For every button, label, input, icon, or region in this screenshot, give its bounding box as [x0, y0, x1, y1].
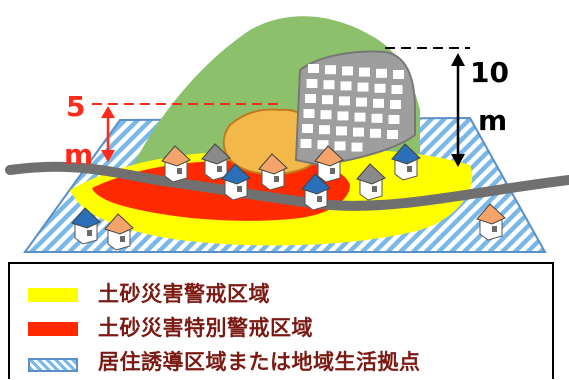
wall-block	[302, 124, 313, 133]
wall-block	[351, 142, 363, 152]
wall-block	[387, 130, 398, 139]
wall-block	[374, 83, 386, 93]
wall-block	[373, 98, 384, 108]
wall-block	[388, 115, 400, 124]
wall-block	[390, 100, 401, 109]
wall-block	[323, 80, 335, 90]
wall-block	[325, 65, 336, 75]
wall-block	[342, 66, 353, 76]
wall-block	[308, 64, 319, 73]
legend-label: 居住誘導区域または地域生活拠点	[98, 350, 421, 374]
red-swatch-icon	[28, 322, 78, 336]
legend: 土砂災害警戒区域 土砂災害特別警戒区域 居住誘導区域または地域生活拠点	[8, 262, 554, 379]
wall-block	[319, 125, 330, 135]
wall-block	[303, 109, 315, 118]
wall-block	[356, 97, 367, 107]
wall-block	[353, 127, 364, 137]
road	[5, 161, 569, 211]
legend-label: 土砂災害警戒区域	[98, 282, 270, 306]
wall-block	[300, 139, 312, 148]
dim-right-unit: m	[478, 104, 508, 137]
wall-block	[359, 67, 370, 77]
dim-left-unit: m	[64, 138, 94, 171]
wall-block	[320, 110, 332, 120]
dim-right-value: 10	[470, 56, 509, 89]
height-marker-10m	[385, 47, 470, 167]
house-icon	[104, 213, 134, 251]
house-icon	[391, 143, 421, 181]
wall-block	[334, 141, 346, 151]
wall-block	[339, 96, 350, 106]
house-icon	[314, 145, 344, 183]
house-icon	[258, 153, 288, 191]
wall-block	[305, 94, 316, 103]
legend-item-caution-zone: 土砂災害警戒区域	[10, 278, 552, 312]
house-icon	[301, 173, 331, 211]
wall-block	[306, 79, 318, 88]
wall-block	[336, 126, 347, 136]
house-icon	[161, 145, 191, 183]
house-icon	[221, 163, 251, 201]
height-marker-5m	[92, 103, 280, 162]
house-icon	[356, 163, 386, 201]
retaining-wall-icon	[294, 50, 416, 167]
wall-block	[370, 128, 381, 138]
wall-block	[376, 68, 387, 78]
wall-block	[393, 70, 404, 79]
legend-item-special-caution-zone: 土砂災害特別警戒区域	[10, 312, 552, 346]
wall-block	[322, 95, 333, 105]
house-icon	[476, 203, 506, 241]
dim-left-value: 5	[66, 90, 86, 123]
blue-hatch-swatch-icon	[28, 358, 78, 372]
house-icon	[201, 143, 231, 181]
wall-block	[357, 82, 369, 92]
wall-block	[371, 113, 383, 123]
legend-label: 土砂災害特別警戒区域	[98, 316, 313, 340]
house-icon	[71, 207, 101, 245]
wall-block	[340, 81, 352, 91]
wall-block	[354, 112, 366, 122]
legend-item-residence-zone: 居住誘導区域または地域生活拠点	[10, 346, 552, 380]
wall-block	[391, 85, 403, 94]
wall-block	[337, 111, 349, 121]
wall-block	[317, 140, 329, 150]
yellow-swatch-icon	[28, 288, 78, 302]
